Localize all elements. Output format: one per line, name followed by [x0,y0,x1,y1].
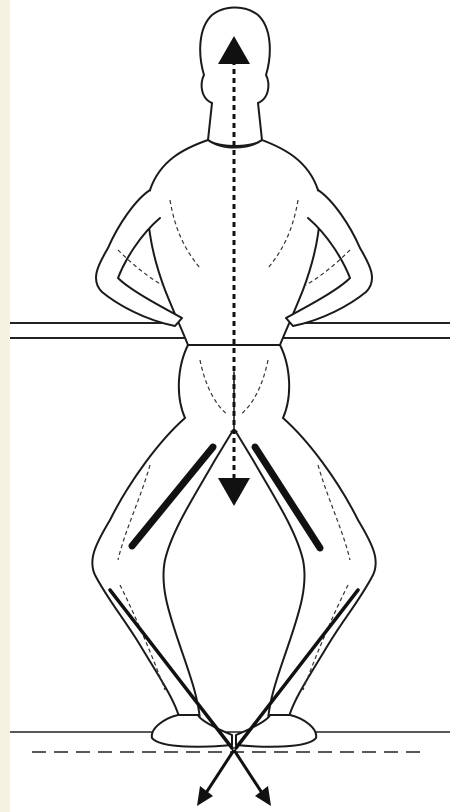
right-leg [236,418,376,720]
arrow-down-icon [218,478,250,506]
left-leg [92,418,232,720]
diagonal-arrows-icon [197,750,271,806]
